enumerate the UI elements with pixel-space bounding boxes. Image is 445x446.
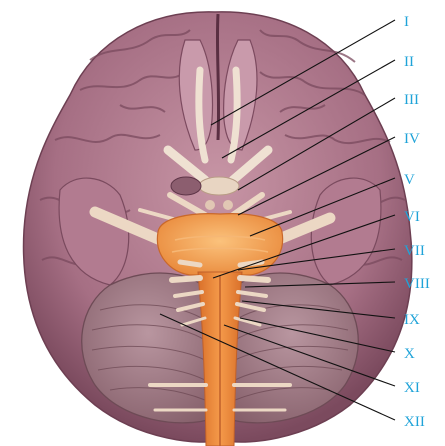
- infundibulum: [171, 177, 201, 195]
- label-i: I: [404, 14, 409, 30]
- label-iv: IV: [404, 131, 420, 147]
- pons: [157, 214, 282, 275]
- mammillary-body-left: [205, 200, 215, 210]
- nerve-labels: I II III IV V VI VII VIII IX X XI XII: [404, 14, 430, 430]
- optic-chiasm: [199, 177, 239, 195]
- label-xii: XII: [404, 414, 425, 430]
- label-ix: IX: [404, 312, 420, 328]
- label-viii: VIII: [404, 276, 430, 292]
- label-x: X: [404, 346, 415, 362]
- label-xi: XI: [404, 380, 420, 396]
- label-v: V: [404, 172, 415, 188]
- label-ii: II: [404, 54, 414, 70]
- label-vi: VI: [404, 209, 420, 225]
- label-vii: VII: [404, 243, 425, 259]
- mammillary-body-right: [223, 200, 233, 210]
- label-iii: III: [404, 92, 419, 108]
